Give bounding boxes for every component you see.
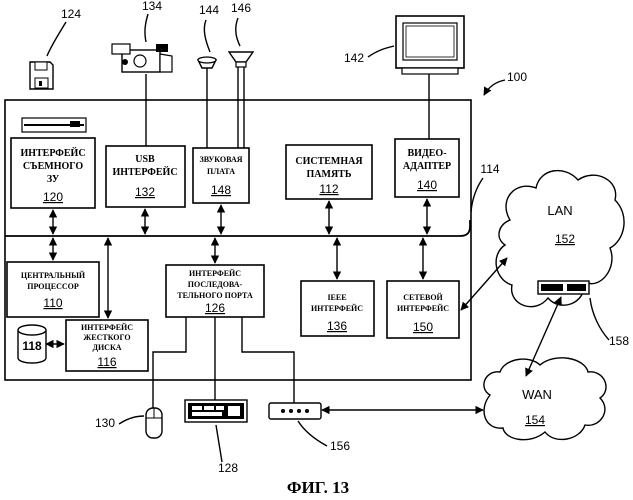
figure-caption: ФИГ. 13 xyxy=(287,478,349,497)
speaker-ref: 146 xyxy=(231,1,251,15)
computer-ref-pointer xyxy=(484,80,505,95)
hard-disk-interface: ИНТЕРФЕЙС ЖЕСТКОГО ДИСКА 116 xyxy=(66,320,148,371)
svg-text:USB: USB xyxy=(135,154,155,165)
sound-card: ЗВУКОВАЯ ПЛАТА 148 xyxy=(193,148,249,203)
mouse-icon xyxy=(146,408,162,438)
svg-text:ЦЕНТРАЛЬНЫЙ: ЦЕНТРАЛЬНЫЙ xyxy=(21,271,86,280)
central-processor: ЦЕНТРАЛЬНЫЙ ПРОЦЕССОР 110 xyxy=(7,262,99,317)
router-ref: 158 xyxy=(609,334,629,348)
mouse-ref: 130 xyxy=(95,416,115,430)
svg-text:116: 116 xyxy=(97,355,116,369)
keyboard-ref: 128 xyxy=(218,461,238,475)
svg-text:ИНТЕРФЕЙС: ИНТЕРФЕЙС xyxy=(112,166,177,178)
network-interface: СЕТЕВОЙ ИНТЕРФЕЙС 150 xyxy=(387,281,459,338)
floppy-ref: 124 xyxy=(61,7,81,21)
svg-text:152: 152 xyxy=(555,232,575,246)
svg-text:IEEE: IEEE xyxy=(327,293,346,302)
svg-text:ИНТЕРФЕЙС: ИНТЕРФЕЙС xyxy=(81,323,133,332)
svg-text:СИСТЕМНАЯ: СИСТЕМНАЯ xyxy=(295,156,363,167)
svg-text:118: 118 xyxy=(22,339,42,353)
svg-text:АДАПТЕР: АДАПТЕР xyxy=(403,161,451,172)
system-memory: СИСТЕМНАЯ ПАМЯТЬ 112 xyxy=(286,145,372,199)
svg-text:ПАМЯТЬ: ПАМЯТЬ xyxy=(307,169,352,180)
svg-text:126: 126 xyxy=(205,301,225,315)
svg-text:148: 148 xyxy=(211,183,231,197)
ieee-interface: IEEE ИНТЕРФЕЙС 136 xyxy=(301,281,374,336)
bus-ref-pointer xyxy=(471,178,483,212)
modem-icon xyxy=(269,403,321,419)
svg-text:ЗВУКОВАЯ: ЗВУКОВАЯ xyxy=(200,155,243,164)
svg-text:ИНТЕРФЕЙС: ИНТЕРФЕЙС xyxy=(397,304,449,313)
svg-text:150: 150 xyxy=(413,320,433,334)
svg-text:ТЕЛЬНОГО ПОРТА: ТЕЛЬНОГО ПОРТА xyxy=(177,291,253,300)
video-adapter: ВИДЕО- АДАПТЕР 140 xyxy=(395,139,459,197)
svg-text:132: 132 xyxy=(135,185,155,199)
system-bus xyxy=(5,220,470,236)
svg-text:140: 140 xyxy=(417,178,437,192)
svg-text:112: 112 xyxy=(319,182,338,196)
svg-text:ПОСЛЕДОВА-: ПОСЛЕДОВА- xyxy=(188,280,243,289)
svg-text:136: 136 xyxy=(327,319,347,333)
svg-text:ВИДЕО-: ВИДЕО- xyxy=(407,148,446,159)
serial-port-interface: ИНТЕРФЕЙС ПОСЛЕДОВА- ТЕЛЬНОГО ПОРТА 126 xyxy=(166,265,264,317)
svg-text:LAN: LAN xyxy=(547,203,572,218)
floppy-disk-icon xyxy=(30,62,53,89)
svg-text:ПРОЦЕССОР: ПРОЦЕССОР xyxy=(27,282,79,291)
serial-peripheral-wires xyxy=(153,317,294,408)
svg-text:120: 120 xyxy=(43,190,63,204)
keyboard-icon xyxy=(185,400,247,422)
svg-text:ИНТЕРФЕЙС: ИНТЕРФЕЙС xyxy=(189,269,241,278)
svg-text:WAN: WAN xyxy=(522,387,552,402)
svg-text:110: 110 xyxy=(43,296,62,310)
bus-ref: 114 xyxy=(480,162,499,176)
svg-text:ЖЕСТКОГО: ЖЕСТКОГО xyxy=(83,333,130,342)
svg-text:ДИСКА: ДИСКА xyxy=(92,343,121,352)
speaker-icon xyxy=(229,52,253,67)
svg-text:ЗУ: ЗУ xyxy=(47,174,60,185)
camera-ref: 134 xyxy=(142,0,162,13)
modem-ref: 156 xyxy=(330,439,350,453)
hard-disk-icon: 118 xyxy=(18,325,46,363)
microphone-icon xyxy=(198,57,216,68)
svg-text:СЪЕМНОГО: СЪЕМНОГО xyxy=(23,161,84,172)
svg-text:ПЛАТА: ПЛАТА xyxy=(207,167,235,176)
wan-cloud: WAN 154 xyxy=(484,358,606,440)
svg-text:ИНТЕРФЕЙС: ИНТЕРФЕЙС xyxy=(311,304,363,313)
video-camera-icon xyxy=(112,44,172,72)
router-icon xyxy=(538,281,589,294)
svg-text:ИНТЕРФЕЙС: ИНТЕРФЕЙС xyxy=(20,147,85,159)
svg-text:СЕТЕВОЙ: СЕТЕВОЙ xyxy=(403,293,443,302)
removable-storage-interface: ИНТЕРФЕЙС СЪЕМНОГО ЗУ 120 xyxy=(11,118,95,208)
monitor-icon xyxy=(396,16,464,74)
computer-ref: 100 xyxy=(507,70,527,84)
monitor-ref: 142 xyxy=(344,51,364,65)
svg-text:154: 154 xyxy=(525,413,545,427)
usb-interface: USB ИНТЕРФЕЙС 132 xyxy=(106,146,185,207)
microphone-ref: 144 xyxy=(199,3,219,17)
